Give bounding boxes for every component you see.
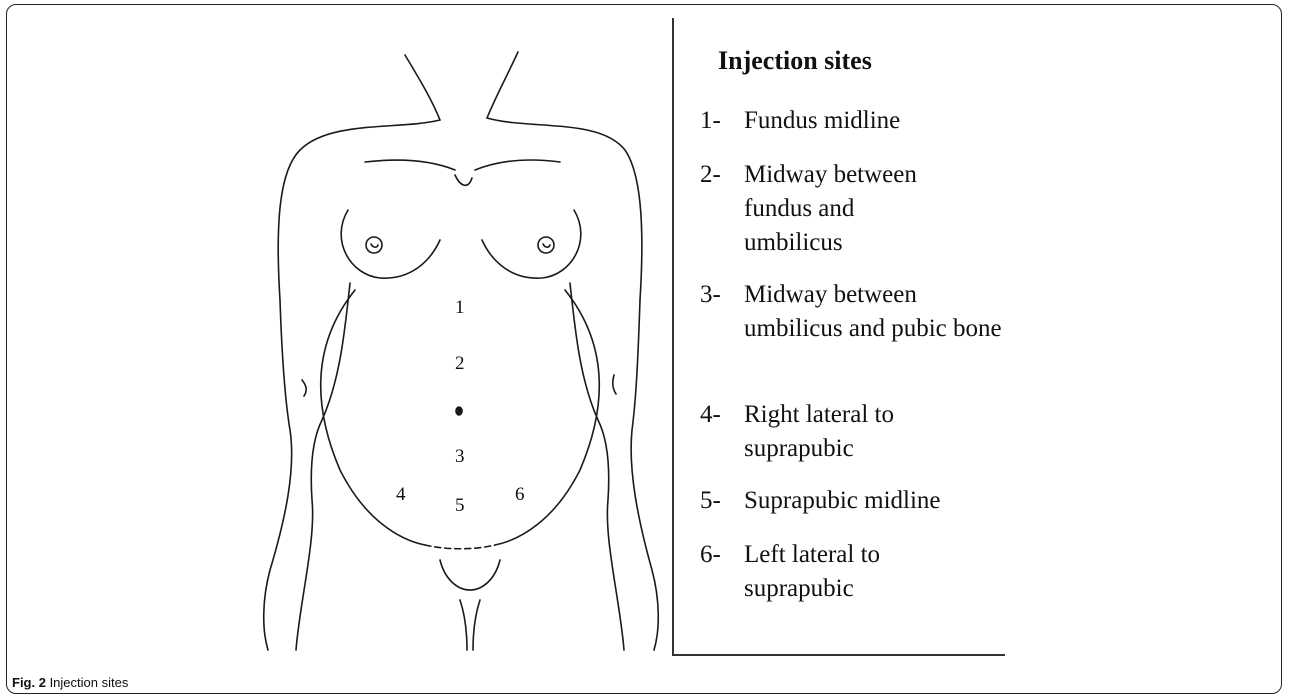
- site-number-4: 4: [396, 485, 406, 504]
- leg-gap: [460, 600, 467, 650]
- belly-right: [495, 290, 599, 545]
- legend-item-number: 3-: [700, 278, 721, 312]
- umbilicus: [456, 407, 462, 415]
- legend-item-text: Midway between umbilicus and pubic bone: [744, 278, 1004, 346]
- shoulder-left: [278, 120, 440, 300]
- arm-left-outer: [264, 300, 292, 650]
- clavicle-left: [365, 160, 455, 170]
- legend-item-number: 5-: [700, 484, 721, 518]
- site-number-5: 5: [455, 496, 465, 515]
- belly-left: [321, 290, 425, 545]
- breast-right: [482, 210, 581, 278]
- figure-caption-label: Fig. 2: [12, 675, 46, 690]
- neck-right-line: [487, 52, 518, 118]
- legend-item-text: Midway between fundus and umbilicus: [744, 158, 934, 260]
- elbow-left: [302, 380, 306, 396]
- figure-caption-text: Injection sites: [46, 675, 128, 690]
- neck-left-line: [405, 55, 440, 120]
- arm-left-inner: [296, 283, 350, 650]
- arm-right-outer: [631, 300, 658, 650]
- legend-item-text: Fundus midline: [744, 104, 1008, 138]
- legend-item-number: 2-: [700, 158, 721, 192]
- legend-title: Injection sites: [718, 46, 872, 76]
- legend-panel: Injection sites 1- Fundus midline 2- Mid…: [672, 18, 1005, 656]
- nipple-left: [366, 237, 382, 253]
- legend-item-text: Right lateral to suprapubic: [744, 398, 944, 466]
- legend-item-text: Suprapubic midline: [744, 484, 1008, 518]
- legend-item-number: 4-: [700, 398, 721, 432]
- site-number-6: 6: [515, 485, 525, 504]
- legend-item-number: 1-: [700, 104, 721, 138]
- nipple-right: [538, 237, 554, 253]
- figure-caption: Fig. 2 Injection sites: [12, 675, 128, 690]
- clavicle-right: [475, 160, 560, 170]
- site-number-2: 2: [455, 354, 465, 373]
- groin-left: [440, 560, 470, 590]
- sternal-notch: [455, 175, 472, 185]
- legend-item-text: Left lateral to suprapubic: [744, 538, 924, 606]
- suprapubic-line: [425, 545, 495, 549]
- groin-right: [470, 560, 500, 590]
- arm-right-inner: [570, 283, 624, 650]
- breast-left: [341, 210, 440, 278]
- site-number-3: 3: [455, 447, 465, 466]
- shoulder-right: [487, 118, 642, 300]
- site-number-1: 1: [455, 298, 465, 317]
- legend-item-number: 6-: [700, 538, 721, 572]
- elbow-right: [613, 375, 616, 394]
